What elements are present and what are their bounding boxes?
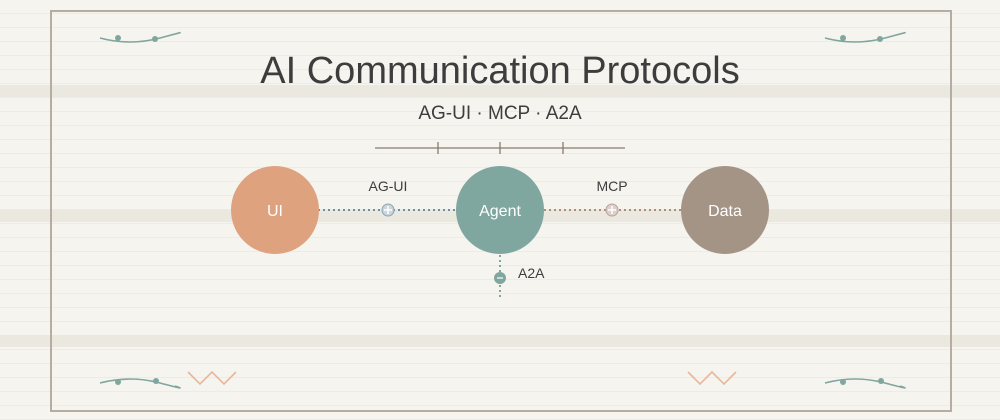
edge-label-a2a: A2A [518, 265, 545, 281]
node-ui-label: UI [267, 203, 283, 220]
node-data-circle [681, 166, 769, 254]
zigzag-ornament-left [187, 370, 237, 386]
zigzag-ornament-right [687, 370, 737, 386]
corner-ornament-bottom-left [99, 378, 181, 389]
background-band [0, 335, 1000, 347]
divider-rule [375, 142, 625, 154]
corner-ornament-bottom-right [824, 378, 906, 389]
edge-label-mcp: MCP [596, 178, 627, 194]
page-title: AI Communication Protocols [260, 50, 740, 92]
node-agent: Agent [456, 166, 544, 254]
node-ui-circle [231, 166, 319, 254]
node-ui: UI [231, 166, 319, 254]
connector-handle-a2a [494, 272, 506, 284]
node-data: Data [681, 166, 769, 254]
node-agent-label: Agent [479, 203, 521, 220]
node-agent-circle [456, 166, 544, 254]
connector-handle-mcp [605, 203, 619, 217]
corner-ornament-top-right [824, 31, 906, 43]
outer-frame [50, 10, 952, 412]
node-data-label: Data [708, 203, 742, 220]
connector-handle-agui [381, 203, 395, 217]
page-subtitle: AG-UI · MCP · A2A [418, 103, 582, 124]
corner-ornament-top-left [99, 31, 181, 43]
edge-label-agui: AG-UI [369, 178, 408, 194]
background-band [0, 85, 1000, 97]
